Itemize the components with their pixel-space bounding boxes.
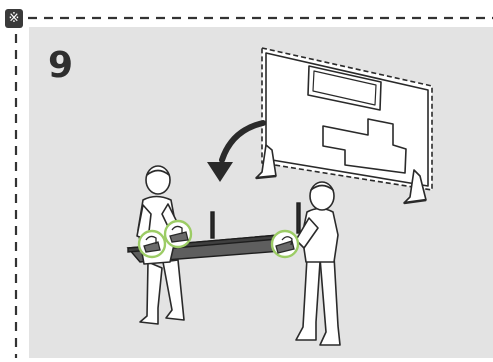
hands-gripping: [143, 225, 295, 254]
step-number: 9: [48, 45, 74, 86]
upright-tv-back-view: [255, 47, 433, 205]
note-symbol-badge: ※: [5, 9, 23, 28]
person-right: [295, 181, 341, 346]
rotate-arrow: [207, 120, 266, 182]
dashed-frame: [14, 16, 493, 358]
